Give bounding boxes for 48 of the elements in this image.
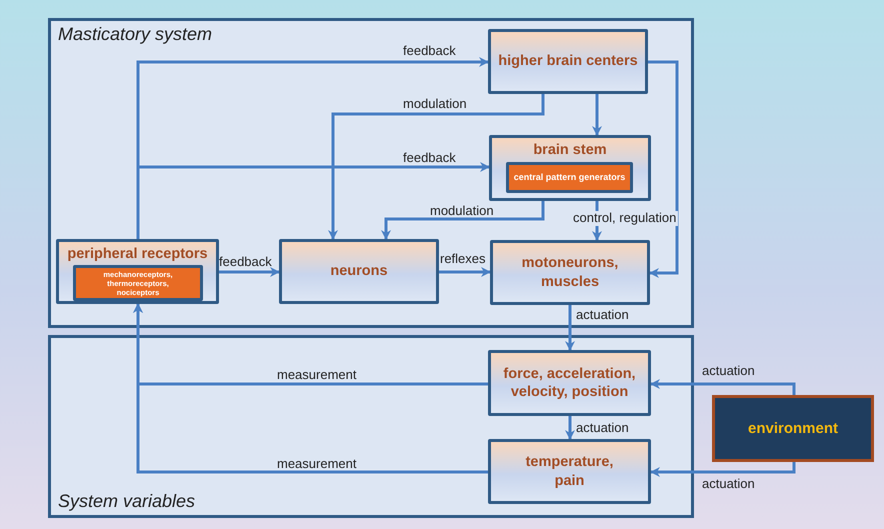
arrow bbox=[650, 379, 796, 395]
edge-label: reflexes bbox=[440, 252, 486, 267]
edge-label: feedback bbox=[403, 44, 456, 59]
environment-box bbox=[712, 395, 874, 462]
edge-label: measurement bbox=[277, 457, 356, 472]
arrow bbox=[565, 416, 575, 440]
arrow bbox=[328, 94, 544, 240]
box-label: neurons bbox=[330, 262, 388, 281]
panel-title: Masticatory system bbox=[58, 24, 212, 45]
arrow bbox=[133, 303, 488, 474]
process-box bbox=[279, 239, 439, 304]
process-box bbox=[488, 350, 651, 416]
edge-label: feedback bbox=[403, 151, 456, 166]
sub-process-box bbox=[506, 162, 633, 193]
edge-label: modulation bbox=[430, 204, 494, 219]
box-label: central pattern generators bbox=[514, 172, 626, 183]
box-label: temperature, pain bbox=[524, 453, 614, 490]
arrow bbox=[592, 94, 602, 136]
edge-label: actuation bbox=[576, 421, 629, 436]
arrow bbox=[381, 201, 544, 240]
process-box bbox=[489, 135, 651, 201]
group-panel bbox=[48, 335, 694, 518]
edge-label: modulation bbox=[403, 97, 467, 112]
edge-label: feedback bbox=[219, 255, 272, 270]
process-box bbox=[56, 239, 219, 304]
box-label: brain stem bbox=[533, 141, 607, 160]
process-box bbox=[490, 240, 650, 305]
arrow bbox=[648, 60, 678, 278]
box-label: force, acceleration, velocity, position bbox=[502, 364, 637, 402]
box-label: environment bbox=[748, 420, 838, 437]
group-panel bbox=[48, 18, 694, 328]
panel-title: System variables bbox=[58, 491, 196, 512]
box-label: motoneurons, muscles bbox=[520, 254, 620, 291]
edge-label: actuation bbox=[702, 477, 755, 492]
arrow bbox=[439, 267, 491, 277]
box-label: peripheral receptors bbox=[67, 245, 208, 264]
edge-label: control, regulation bbox=[571, 211, 678, 226]
edge-label: actuation bbox=[702, 364, 755, 379]
process-box bbox=[488, 439, 651, 504]
box-label: higher brain centers bbox=[498, 52, 638, 71]
sub-process-box bbox=[73, 265, 203, 301]
process-box bbox=[488, 29, 648, 94]
edge-label: measurement bbox=[277, 368, 356, 383]
edge-label: actuation bbox=[576, 308, 629, 323]
arrow bbox=[219, 267, 280, 277]
arrow bbox=[565, 305, 575, 351]
arrow bbox=[136, 162, 490, 239]
arrow bbox=[650, 462, 796, 477]
